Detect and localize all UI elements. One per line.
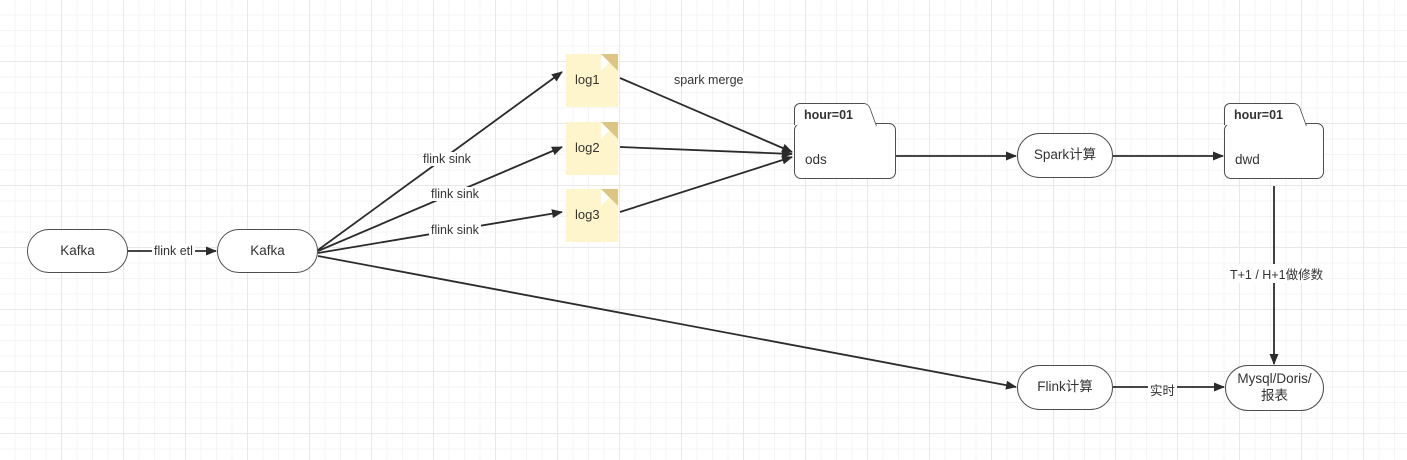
ods-folder-body [794,123,896,179]
node-sink-db-label-line1: Mysql/Doris/ [1237,371,1312,387]
edge-kafka-to-flink-compute [317,255,1017,390]
node-kafka-source[interactable]: Kafka [27,229,128,273]
node-kafka-etl-label: Kafka [250,242,285,258]
edge-label-flink-sink-3: flink sink [429,223,481,237]
node-log2[interactable]: log2 [566,122,618,175]
edge-label-spark-merge: spark merge [672,73,746,87]
node-spark-compute-label: Spark计算 [1033,147,1097,163]
log1-fold-icon [601,54,618,71]
dwd-folder-tab-label: hour=01 [1234,107,1283,122]
node-log3[interactable]: log3 [566,189,618,242]
ods-folder-tab-join [796,122,862,125]
node-flink-compute-label: Flink计算 [1037,379,1093,395]
node-flink-compute[interactable]: Flink计算 [1017,365,1113,410]
edge-label-repair: T+1 / H+1做修数 [1228,264,1326,283]
node-log3-label: log3 [575,207,600,223]
edge-label-realtime: 实时 [1148,380,1178,399]
edge-log2-to-ods [619,146,793,159]
node-ods-label: ods [805,152,827,167]
edge-label-flink-etl: flink etl [152,244,195,258]
edge-label-flink-sink-2: flink sink [429,187,481,201]
node-log1[interactable]: log1 [566,54,618,107]
edge-label-flink-sink-3-text: flink sink [431,223,479,237]
edge-label-flink-sink-2-text: flink sink [431,187,479,201]
ods-folder-tab-label: hour=01 [804,107,853,122]
node-log2-label: log2 [575,140,600,156]
edge-label-realtime-text: 实时 [1150,384,1176,398]
edge-label-spark-merge-text: spark merge [674,73,744,87]
node-ods-folder[interactable]: hour=01 ods [794,103,896,179]
log2-fold-icon [601,122,618,139]
edge-log3-to-ods [619,155,793,213]
node-kafka-source-label: Kafka [60,242,95,258]
node-log1-label: log1 [575,72,600,88]
log3-fold-icon [601,189,618,206]
node-sink-db[interactable]: Mysql/Doris/ 报表 [1225,365,1324,411]
ods-folder-tab: hour=01 [794,103,864,125]
node-dwd-folder[interactable]: hour=01 dwd [1224,103,1324,179]
edge-label-flink-sink-1-text: flink sink [423,152,471,166]
dwd-folder-tab: hour=01 [1224,103,1294,125]
node-dwd-label: dwd [1235,152,1260,167]
edge-label-repair-text: T+1 / H+1做修数 [1230,268,1324,282]
dwd-folder-tab-join [1226,122,1292,125]
edge-label-flink-sink-1: flink sink [421,152,473,166]
edge-label-flink-etl-text: flink etl [154,244,193,258]
node-kafka-etl[interactable]: Kafka [217,229,318,273]
dwd-folder-body [1224,123,1324,179]
node-sink-db-label-line2: 报表 [1261,388,1288,403]
node-spark-compute[interactable]: Spark计算 [1017,133,1113,178]
edge-log1-to-ods [619,77,793,153]
